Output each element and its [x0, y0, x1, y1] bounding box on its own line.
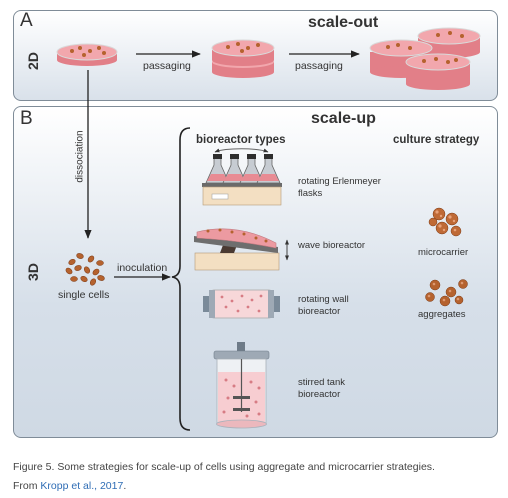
rotating-wall-label-line2: bioreactor [298, 306, 341, 317]
inoculation-label: inoculation [117, 262, 168, 274]
rotating-wall-illustration [203, 289, 280, 319]
caption-from: From [13, 480, 41, 492]
aggregates-label: aggregates [418, 309, 466, 320]
passaging-label-2: passaging [295, 60, 343, 72]
stirred-tank-illustration [213, 342, 270, 429]
erlenmeyer-label-line2: flasks [298, 188, 323, 199]
caption-source: From Kropp et al., 2017. [13, 477, 498, 496]
culture-strategy-heading: culture strategy [393, 134, 480, 146]
microcarrier-label: microcarrier [418, 247, 469, 258]
petri-dish-cluster [369, 27, 481, 90]
stirred-tank-label: stirred tank bioreactor [298, 377, 345, 401]
erlenmeyer-label-line1: rotating Erlenmeyer [298, 176, 381, 187]
bracket-brace [171, 127, 191, 431]
panel-b-title: scale-up [311, 110, 376, 127]
erlenmeyer-flasks-illustration [202, 148, 282, 206]
aggregates-illustration [425, 279, 468, 307]
microcarrier-illustration [428, 207, 462, 237]
rotating-wall-label-line1: rotating wall [298, 294, 349, 305]
caption-suffix: . [123, 480, 127, 492]
petri-dish-stack-2 [211, 39, 275, 78]
erlenmeyer-label: rotating Erlenmeyer flasks [298, 176, 381, 200]
passaging-label-1: passaging [143, 60, 191, 72]
panel-a-title: scale-out [308, 14, 379, 31]
rotating-wall-label: rotating wall bioreactor [298, 294, 349, 318]
panel-b-letter: B [20, 108, 33, 129]
wave-bioreactor-label: wave bioreactor [298, 240, 366, 251]
bioreactor-types-heading: bioreactor types [196, 134, 286, 146]
kropp-reference-link[interactable]: Kropp et al., 2017 [40, 480, 124, 492]
caption-text: Figure 5. Some strategies for scale-up o… [13, 461, 435, 473]
panel-a-letter: A [20, 10, 33, 31]
stirred-tank-label-line1: stirred tank [298, 377, 345, 388]
figure-caption: Figure 5. Some strategies for scale-up o… [13, 458, 498, 496]
stirred-tank-label-line2: bioreactor [298, 389, 341, 400]
single-cells-cluster [65, 253, 105, 286]
single-cells-label: single cells [58, 289, 110, 301]
petri-dish-single [56, 43, 118, 66]
wave-bioreactor-illustration [194, 228, 289, 271]
